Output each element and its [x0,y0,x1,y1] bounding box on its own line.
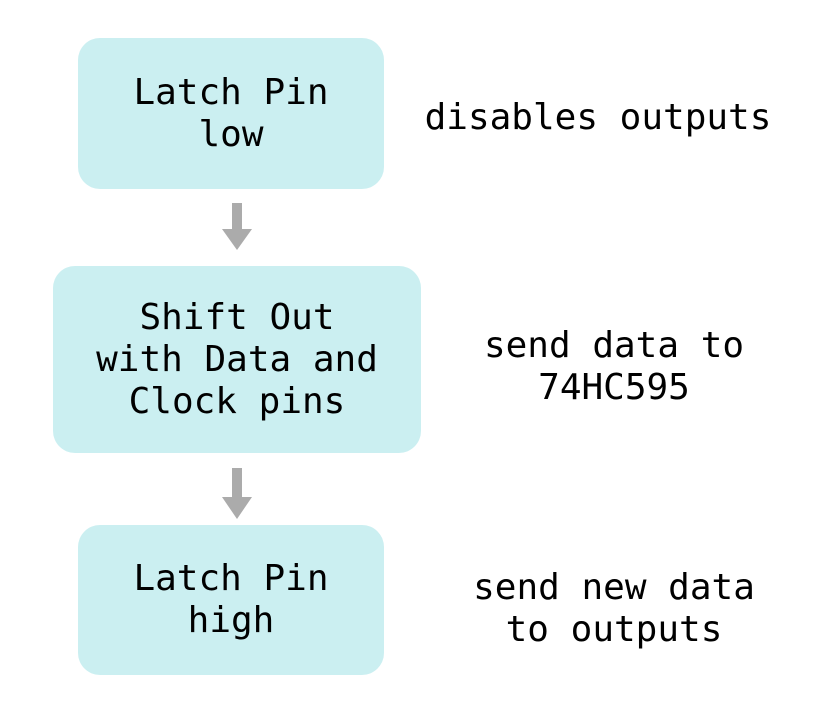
flow-node-label: Shift Out with Data and Clock pins [96,296,378,422]
flow-node-latch-pin-high[interactable]: Latch Pin high [78,525,384,675]
flow-node-label: Latch Pin high [133,558,329,641]
annotation-disables-outputs: disables outputs [424,97,772,138]
flow-node-label: Latch Pin low [133,71,329,155]
annotation-send-data-to-74hc595: send data to 74HC595 [483,325,745,408]
flow-node-shift-out[interactable]: Shift Out with Data and Clock pins [53,266,421,453]
arrow-down-icon [219,468,255,520]
arrow-down-icon [219,203,255,251]
annotation-send-new-data-to-outputs: send new data to outputs [473,567,755,650]
flow-node-latch-pin-low[interactable]: Latch Pin low [78,38,384,189]
